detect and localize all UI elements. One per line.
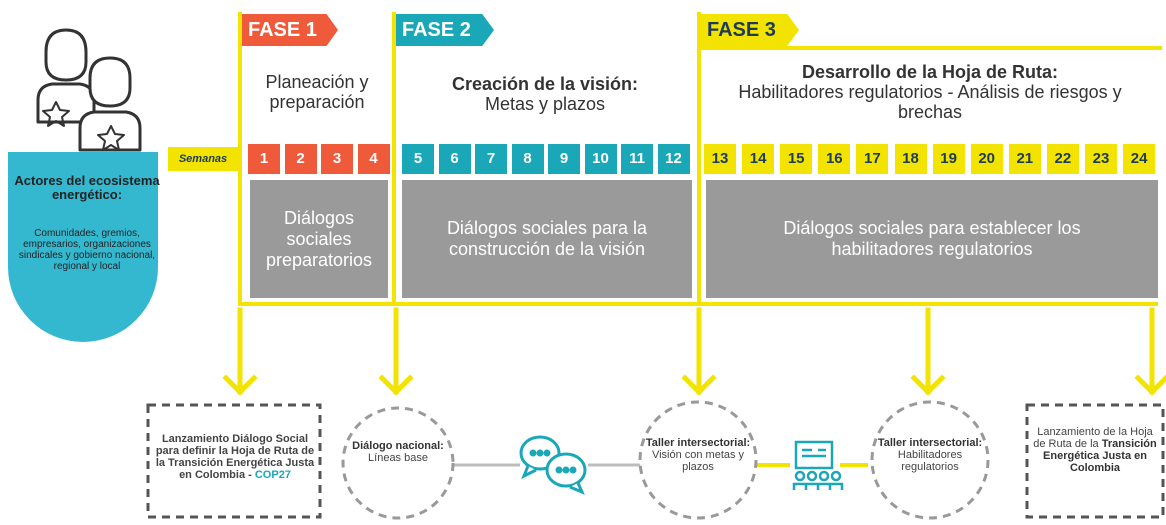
launch-event-highlight: COP27 <box>254 469 291 481</box>
phase2-dialog-text: Diálogos sociales para la construcción d… <box>446 218 648 259</box>
phase1-dialog-text: Diálogos sociales preparatorios <box>265 207 373 270</box>
phase1-dialog-box: Diálogos sociales preparatorios <box>250 180 388 298</box>
week-cell: 11 <box>621 144 653 174</box>
workshop1-event-rest: Visión con metas y plazos <box>651 449 745 473</box>
phase2-frame-line <box>392 12 396 306</box>
week-cell: 19 <box>932 144 965 174</box>
week-cell: 13 <box>704 144 736 174</box>
phase2-dialog-box: Diálogos sociales para la construcción d… <box>402 180 692 298</box>
week-cell: 14 <box>742 144 775 174</box>
final-box-border <box>1025 403 1165 519</box>
phase1-title-rest: Planeación y preparación <box>265 72 369 112</box>
workshop2-event: Taller intersectorial: Habilitadores reg… <box>876 437 984 473</box>
week-cell: 20 <box>970 144 1003 174</box>
phase2-title: Creación de la visión: Metas y plazos <box>400 74 690 114</box>
week-cell: 17 <box>856 144 889 174</box>
arrow-3-head <box>681 374 717 396</box>
arrow-2-head <box>378 374 414 396</box>
arrow-1-head <box>222 374 258 396</box>
meeting-icon <box>792 440 844 490</box>
week-cell: 18 <box>894 144 927 174</box>
phase3-dialog-box: Diálogos sociales para establecer los ha… <box>706 180 1158 298</box>
workshop2-event-rest: Habilitadores regulatorios <box>897 449 963 473</box>
phase2-tag: FASE 2 <box>396 14 494 46</box>
phase1-title: Planeación y preparación <box>246 72 388 112</box>
actors-title: Actores del ecosistema energético: <box>14 173 160 202</box>
arrow-4-head <box>910 374 946 396</box>
actors-card: Actores del ecosistema energético: Comun… <box>8 12 160 342</box>
workshop1-event: Taller intersectorial: Visión con metas … <box>644 437 752 473</box>
arrow-5-head <box>1134 374 1166 396</box>
national-event-bold: Diálogo nacional: <box>352 440 444 452</box>
workshop2-event-bold: Taller intersectorial: <box>877 437 983 449</box>
launch-event: Lanzamiento Diálogo Social para definir … <box>154 433 316 481</box>
workshop1-circle-border <box>638 400 758 520</box>
week-cell: 9 <box>548 144 580 174</box>
week-cell: 22 <box>1046 144 1079 174</box>
phase1-tag: FASE 1 <box>242 14 338 46</box>
week-cell: 3 <box>321 144 353 174</box>
phase3-tag: FASE 3 <box>701 14 799 46</box>
week-cell: 15 <box>780 144 813 174</box>
launch-event-text: Lanzamiento Diálogo Social para definir … <box>155 433 315 481</box>
people-icon <box>8 12 158 152</box>
week-cell: 5 <box>402 144 434 174</box>
final-event: Lanzamiento de la Hoja de Ruta de la Tra… <box>1032 426 1158 474</box>
final-event-bold: Transición Energética Justa en Colombia <box>1043 438 1157 474</box>
phase1-frame-line <box>238 12 242 306</box>
workshop1-event-bold: Taller intersectorial: <box>645 437 751 449</box>
national-circle-border <box>341 406 455 520</box>
week-cell: 4 <box>357 144 390 174</box>
phase3-dialog-text: Diálogos sociales para establecer los ha… <box>783 218 1081 259</box>
week-cell: 1 <box>248 144 280 174</box>
national-event: Diálogo nacional: Líneas base <box>352 440 444 464</box>
phase3-title-rest: Habilitadores regulatorios - Análisis de… <box>738 82 1122 122</box>
launch-box-border <box>146 403 322 519</box>
week-cell: 8 <box>511 144 544 174</box>
chat-icon <box>519 435 587 495</box>
week-cell: 6 <box>438 144 471 174</box>
actors-description: Comunidades, gremios, empresarios, organ… <box>18 228 156 272</box>
phase3-top-line <box>697 46 1162 50</box>
week-cell: 24 <box>1123 144 1156 174</box>
week-cell: 21 <box>1008 144 1041 174</box>
week-cell: 7 <box>475 144 507 174</box>
phase3-title: Desarrollo de la Hoja de Ruta: Habilitad… <box>710 62 1150 122</box>
week-cell: 23 <box>1085 144 1117 174</box>
week-cell: 10 <box>584 144 617 174</box>
phase2-title-bold: Creación de la visión: <box>451 74 639 94</box>
week-cell: 16 <box>818 144 851 174</box>
phase3-frame-line <box>697 12 701 306</box>
weeks-label: Semanas <box>168 147 238 171</box>
phase3-title-bold: Desarrollo de la Hoja de Ruta: <box>801 62 1059 82</box>
week-cell: 2 <box>284 144 317 174</box>
workshop2-circle-border <box>870 400 990 520</box>
frame-bottom-line <box>238 302 1158 306</box>
final-event-pre: Lanzamiento de la Hoja de Ruta de la <box>1033 426 1153 450</box>
national-event-rest: Líneas base <box>368 452 428 464</box>
week-cell: 12 <box>657 144 690 174</box>
phase2-title-rest: Metas y plazos <box>484 94 606 114</box>
